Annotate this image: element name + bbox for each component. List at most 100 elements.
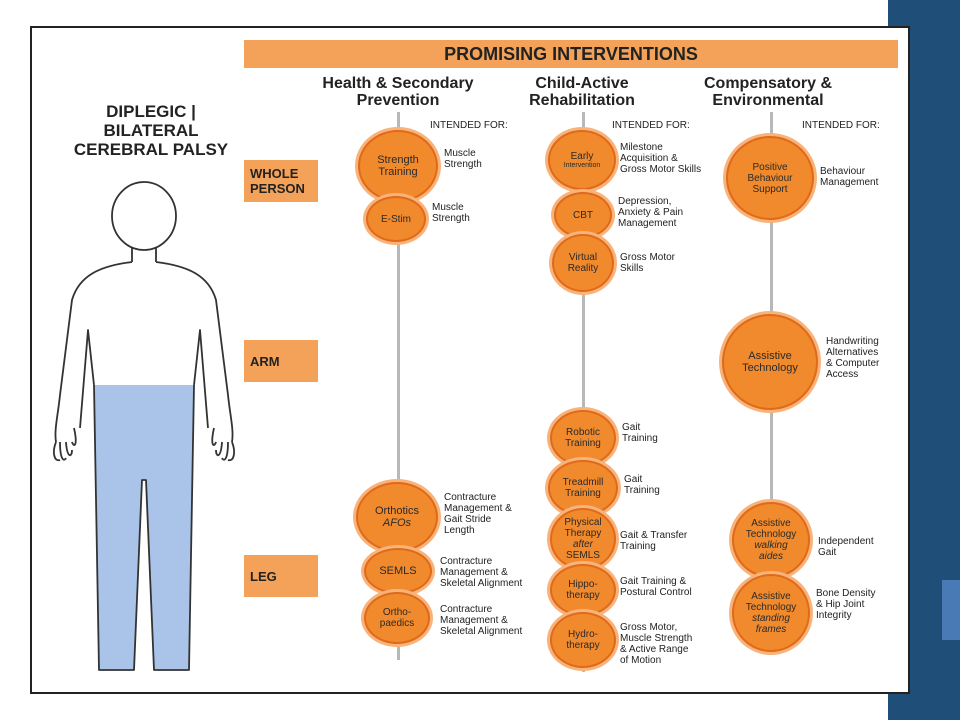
hippotherapy-purpose: Gait Training &Postural Control: [620, 576, 692, 598]
diagnosis-line: BILATERAL: [103, 121, 199, 140]
circle-sublabel: Intervention: [563, 161, 601, 169]
circle-label: Positive: [752, 161, 788, 173]
purpose-line: Access: [826, 369, 859, 380]
intended-for-compensatory: INTENDED FOR:: [802, 120, 880, 131]
purpose-line: Skeletal Alignment: [440, 578, 523, 589]
purpose-line: Handwriting: [826, 336, 879, 347]
purpose-line: Management &: [444, 503, 512, 514]
circle-sublabel: walking: [754, 540, 788, 551]
purpose-line: Muscle: [444, 148, 476, 159]
circle-label: Virtual: [568, 252, 598, 263]
purpose-line: Independent: [818, 536, 874, 547]
purpose-line: Management &: [440, 567, 508, 578]
circle-label: SEMLS: [566, 550, 600, 561]
orthopaedics-circle: Ortho-paedics: [364, 592, 430, 644]
circle-label: paedics: [379, 618, 415, 629]
region-label: PERSON: [250, 181, 305, 196]
purpose-line: Contracture: [440, 604, 493, 615]
circle-label: Orthotics: [374, 505, 419, 517]
circle-label: therapy: [566, 640, 600, 651]
region-label: LEG: [250, 568, 277, 584]
region-arm: ARM: [244, 340, 318, 382]
child-body-outline-icon: [53, 181, 235, 671]
purpose-line: Training: [622, 433, 658, 444]
purpose-line: Gross Motor: [620, 252, 676, 263]
purpose-line: Acquisition &: [620, 153, 678, 164]
column-heading-line: Prevention: [356, 92, 440, 109]
column-heading-compensatory: Compensatory & Environmental: [668, 75, 868, 109]
e-stim-circle: E-Stim: [366, 196, 426, 242]
circle-label: Physical: [564, 517, 602, 528]
region-label: ARM: [250, 353, 280, 369]
purpose-line: Gait Stride: [444, 514, 492, 525]
circle-label: Technology: [742, 362, 798, 374]
region-label: WHOLE: [250, 166, 299, 181]
purpose-line: Contracture: [440, 556, 493, 567]
purpose-line: Bone Density: [816, 588, 876, 599]
purpose-line: Postural Control: [620, 587, 692, 598]
purpose-line: Alternatives: [826, 347, 879, 358]
circle-label: Assistive: [751, 518, 791, 529]
purpose-line: Strength: [444, 159, 482, 170]
circle-label: Treadmill: [562, 477, 604, 488]
semls-circle: SEMLS: [364, 548, 432, 594]
diagnosis-title: DIPLEGIC | BILATERAL CEREBRAL PALSY: [56, 102, 246, 159]
purpose-line: Gross Motor,: [620, 622, 678, 633]
circle-sublabel: standing: [752, 613, 790, 624]
purpose-line: & Hip Joint: [816, 599, 865, 610]
purpose-line: Anxiety & Pain: [618, 207, 684, 218]
diagnosis-line: CEREBRAL PALSY: [73, 140, 229, 159]
intended-for-health: INTENDED FOR:: [430, 120, 508, 131]
timeline-health: [397, 112, 400, 660]
purpose-line: Strength: [432, 213, 470, 224]
circle-sublabel: aides: [759, 551, 783, 562]
column-heading-health: Health & Secondary Prevention: [298, 75, 498, 109]
cbt-circle: CBT: [554, 192, 612, 238]
diagnosis-line: DIPLEGIC |: [106, 102, 196, 121]
purpose-line: & Computer: [826, 358, 880, 369]
hydrotherapy-circle: Hydro-therapy: [550, 612, 616, 668]
purpose-line: Skills: [620, 263, 644, 274]
circle-label: Behaviour: [747, 172, 793, 184]
purpose-line: Muscle: [432, 202, 464, 213]
timeline-child-active: [582, 112, 585, 672]
circle-label: Training: [565, 488, 601, 499]
purpose-line: Integrity: [816, 610, 852, 621]
circle-label: Hippo-: [568, 579, 598, 590]
column-heading-line: Health & Secondary: [322, 75, 474, 92]
intended-for-child-active: INTENDED FOR:: [612, 120, 690, 131]
column-heading-line: Child-Active: [535, 75, 629, 92]
column-heading-line: Rehabilitation: [529, 92, 635, 109]
side-bar-accent: [942, 580, 960, 640]
purpose-line: Gait: [818, 547, 837, 558]
circle-sublabel: AFOs: [382, 517, 412, 529]
column-heading-child-active: Child-Active Rehabilitation: [482, 75, 682, 109]
purpose-line: Gait & Transfer: [620, 530, 688, 541]
hippotherapy-circle: Hippo-therapy: [550, 564, 616, 616]
purpose-line: Gait Training &: [620, 576, 687, 587]
purpose-line: Gait: [624, 474, 643, 485]
purpose-line: Muscle Strength: [620, 633, 693, 644]
circle-label: CBT: [573, 209, 593, 221]
purpose-line: Milestone: [620, 142, 663, 153]
region-leg: LEG: [244, 555, 318, 597]
circle-label: Hydro-: [567, 629, 598, 640]
